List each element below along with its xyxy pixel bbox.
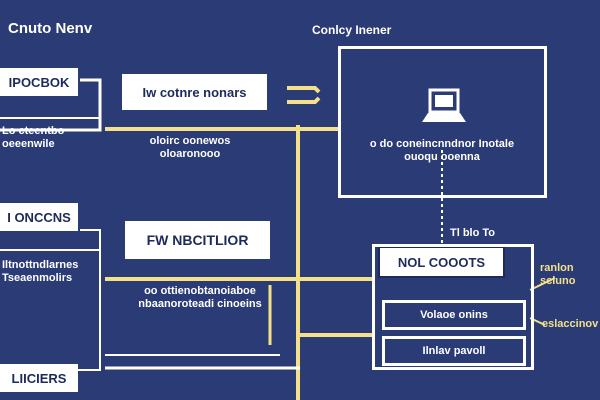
middle-caption-1: oloirc oonewos oloaronooo: [149, 135, 231, 160]
left-box-1-label: IPOCBOK: [8, 74, 70, 90]
left-box-2[interactable]: I ONCCNS: [0, 203, 78, 231]
left-header-title: Cnuto Nenv: [8, 20, 93, 37]
right-panel: [338, 46, 547, 198]
laptop-icon: [418, 88, 470, 128]
middle-box-1[interactable]: Iw cotnre nonars: [122, 74, 267, 110]
side-note-2: eslaccinov: [542, 318, 599, 330]
stack-row-2[interactable]: Ilnlav pavoll: [382, 336, 526, 366]
stack-title-box[interactable]: NOL COOOTS: [378, 246, 505, 278]
middle-box-2[interactable]: FW NBCITLIOR: [125, 221, 270, 259]
left-box-3-label: LIICIERS: [11, 370, 67, 386]
side-note-1: ranlon scluno: [540, 262, 576, 287]
stack-row-1[interactable]: Volaoe onins: [382, 300, 526, 330]
left-caption-1: Lo cteentbo oeeenwile: [2, 125, 65, 150]
right-mid-label: Tl blo To: [450, 227, 496, 239]
middle-caption-2: oo ottienobtanoiaboe nbaanoroteadi cinoe…: [138, 285, 262, 310]
yellow-side-1: [529, 277, 556, 291]
left-bracket-top: [0, 78, 102, 132]
stack-row-2-label: Ilnlav pavoll: [422, 345, 486, 357]
left-caption-2: Iltnottndlarnes Tseaenmolirs: [2, 259, 79, 284]
left-box-3[interactable]: LIICIERS: [0, 364, 78, 392]
double-arrow-icon: [285, 80, 321, 108]
middle-box-2-label: FW NBCITLIOR: [146, 232, 249, 248]
middle-box-1-label: Iw cotnre nonars: [142, 84, 247, 100]
right-header-title: Conlcy Inener: [312, 23, 392, 37]
stack-title: NOL COOOTS: [397, 254, 486, 270]
stack-row-1-label: Volaoe onins: [420, 309, 488, 321]
left-bracket-mid: [80, 229, 101, 250]
left-box-2-label: I ONCCNS: [7, 209, 71, 225]
left-box-1[interactable]: IPOCBOK: [0, 68, 78, 96]
stack-frame: [372, 244, 534, 370]
right-panel-caption: o do coneincnndnor Inotale ouoqu ooenna: [369, 138, 515, 163]
